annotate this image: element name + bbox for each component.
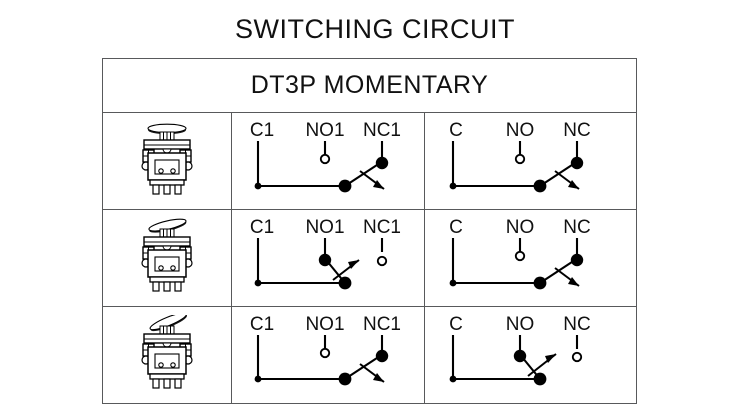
pole-cell-left: C1 NO1 NC1 [232, 113, 425, 209]
terminal-label-common: C [449, 314, 463, 335]
terminal-node-open [319, 153, 331, 165]
terminal-label-no: NO1 [305, 314, 344, 335]
pivot-node [533, 276, 547, 290]
terminal-label-no: NO [506, 217, 535, 238]
lever-tilted-right-icon [141, 218, 193, 292]
pole-cell-left: C1 NO1 NC1 [232, 307, 425, 403]
terminal-node-closed [513, 349, 527, 363]
actuation-arrow-icon [332, 259, 360, 281]
lever-center-upright-icon [141, 123, 193, 195]
terminal-node-common [449, 279, 457, 287]
terminal-label-no: NO1 [305, 217, 344, 238]
pole-cell-right: C NO NC [425, 307, 636, 403]
terminal-label-nc: NC [563, 120, 590, 141]
terminal-node-closed [375, 349, 389, 363]
terminal-node-open [376, 255, 388, 267]
terminal-node-common [254, 182, 262, 190]
table-header-row: DT3P MOMENTARY [103, 59, 636, 113]
terminal-node-open [319, 347, 331, 359]
terminal-node-open [514, 153, 526, 165]
table-row: C1 NO1 NC1 [103, 113, 636, 210]
circuit-diagram-nc-closed: C NO NC [449, 120, 591, 193]
terminal-node-common [254, 279, 262, 287]
switch-image-cell [103, 307, 232, 403]
pole-cell-right: C NO NC [425, 113, 636, 209]
terminal-label-common: C1 [250, 120, 274, 141]
terminal-label-common: C [449, 120, 463, 141]
terminal-label-common: C1 [250, 314, 274, 335]
circuit-diagram-no-closed: C NO NC [449, 314, 591, 386]
terminal-label-nc: NC [563, 314, 590, 335]
pivot-node [338, 372, 352, 386]
table-row: C1 NO1 NC1 [103, 307, 636, 403]
terminal-node-open [571, 351, 583, 363]
table-header-label: DT3P MOMENTARY [250, 71, 489, 99]
terminal-node-common [449, 375, 457, 383]
terminal-node-closed [318, 253, 332, 267]
terminal-label-nc: NC1 [363, 314, 401, 335]
lever-tilted-up-right-icon [141, 315, 193, 389]
terminal-label-nc: NC1 [363, 120, 401, 141]
circuit-diagram-no-closed: C1 NO1 NC1 [250, 217, 401, 290]
circuit-diagram-nc-closed: C NO NC [449, 217, 591, 290]
pivot-node [533, 372, 547, 386]
table-row: C1 NO1 NC1 [103, 210, 636, 307]
terminal-node-common [254, 375, 262, 383]
terminal-node-closed [375, 156, 389, 170]
circuit-diagram-nc-closed: C1 NO1 NC1 [250, 120, 401, 193]
actuation-arrow-icon [554, 170, 580, 190]
circuit-diagram-nc-closed: C1 NO1 NC1 [250, 314, 401, 386]
switch-image-cell [103, 210, 232, 306]
pole-cell-right: C NO NC [425, 210, 636, 306]
switching-circuit-table: DT3P MOMENTARY [102, 58, 637, 404]
terminal-label-no: NO [506, 120, 535, 141]
pivot-node [533, 179, 547, 193]
terminal-label-nc: NC [563, 217, 590, 238]
terminal-label-no: NO [506, 314, 535, 335]
actuation-arrow-icon [527, 353, 557, 377]
terminal-label-no: NO1 [305, 120, 344, 141]
pivot-node [338, 179, 352, 193]
switch-image-cell [103, 113, 232, 209]
terminal-label-common: C1 [250, 217, 274, 238]
terminal-node-open [514, 250, 526, 262]
terminal-node-closed [570, 253, 584, 267]
actuation-arrow-icon [359, 170, 385, 190]
pivot-node [338, 276, 352, 290]
terminal-node-common [449, 182, 457, 190]
terminal-node-closed [570, 156, 584, 170]
page-title: SWITCHING CIRCUIT [235, 14, 515, 44]
actuation-arrow-icon [359, 363, 385, 383]
terminal-label-nc: NC1 [363, 217, 401, 238]
pole-cell-left: C1 NO1 NC1 [232, 210, 425, 306]
terminal-label-common: C [449, 217, 463, 238]
actuation-arrow-icon [554, 267, 580, 287]
